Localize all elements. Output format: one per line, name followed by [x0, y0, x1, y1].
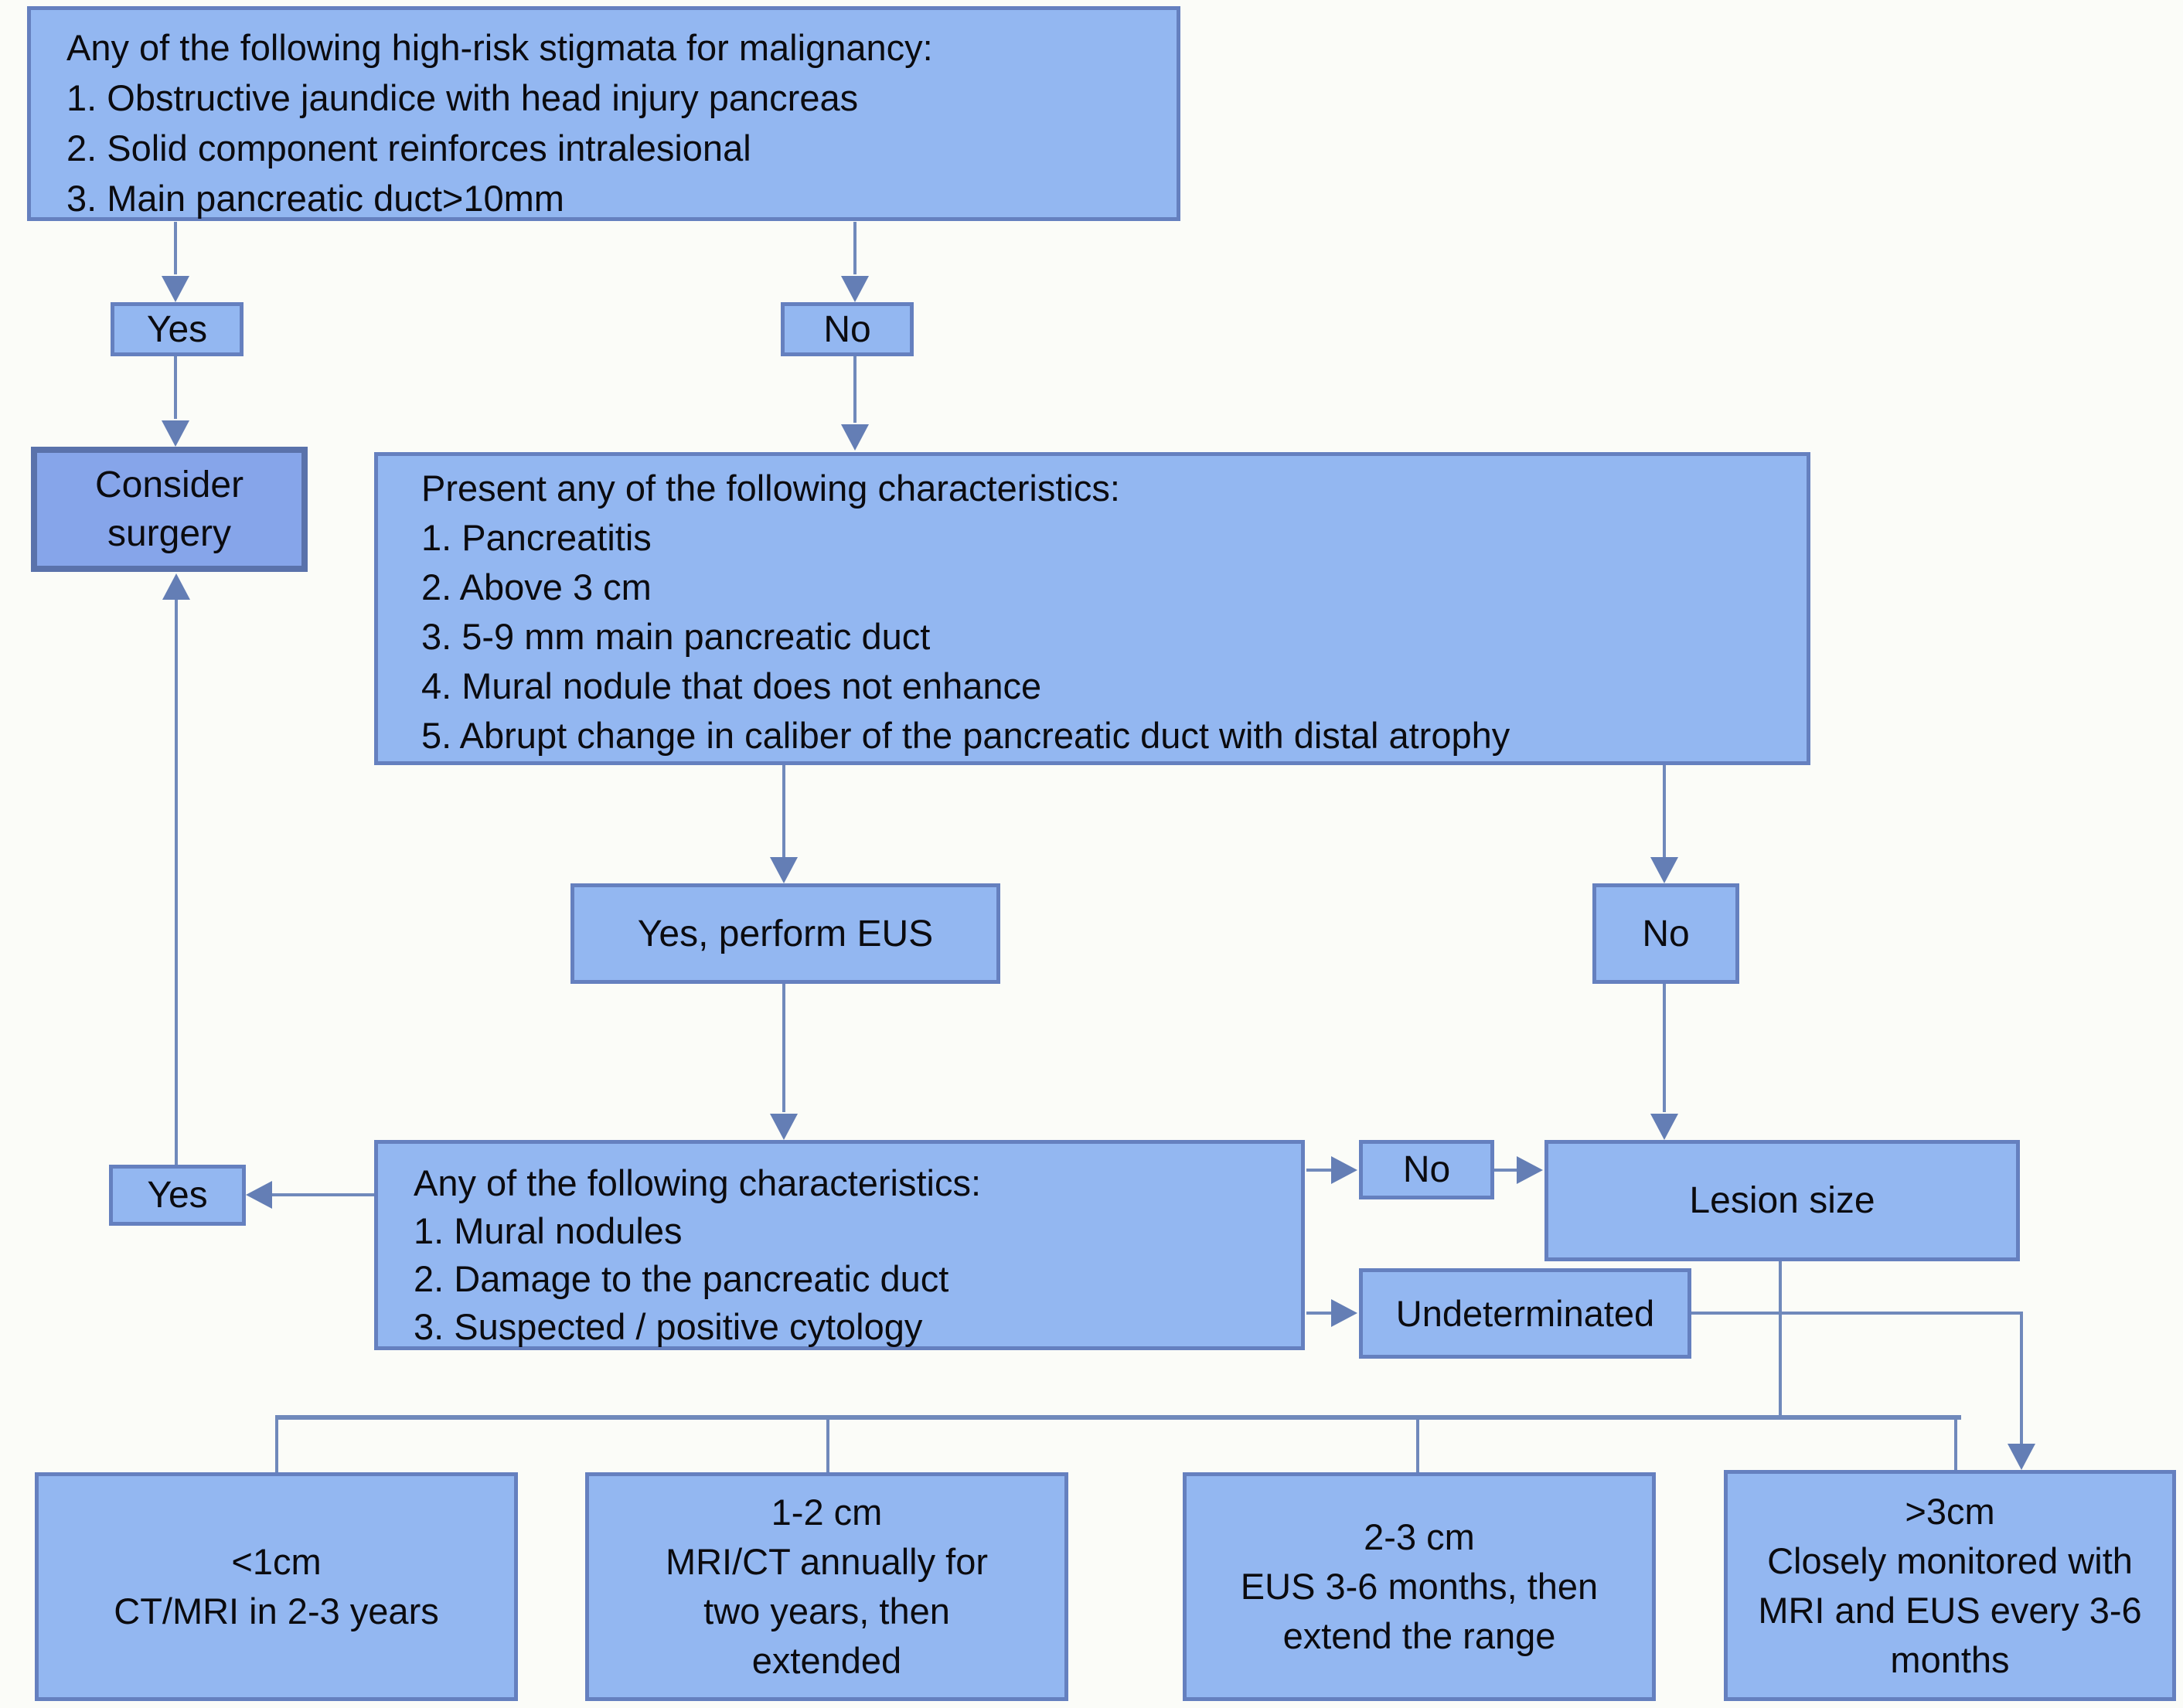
node-label: No — [823, 308, 871, 350]
node-consider-surgery: Consider surgery — [31, 447, 308, 572]
node-label: Lesion size — [1689, 1180, 1875, 1221]
node-text-line: <1cm — [231, 1541, 322, 1582]
connector-undeterminated-down — [2020, 1312, 2023, 1444]
node-size-gt-3cm: >3cm Closely monitored with MRI and EUS … — [1724, 1470, 2176, 1701]
connector-highrisk-to-no — [853, 222, 857, 274]
node-text-line: 2. Solid component reinforces intralesio… — [66, 128, 751, 168]
connector-no-to-lesion-size — [1663, 984, 1666, 1112]
node-text-line: 5. Abrupt change in caliber of the pancr… — [421, 715, 1510, 756]
arrowhead-into-eus-characteristics — [770, 1114, 798, 1140]
connector-yes-up-to-surgery — [175, 600, 178, 1165]
node-text-line: 3. Suspected / positive cytology — [414, 1306, 923, 1347]
node-no-after-present: No — [1592, 883, 1739, 984]
node-eus-characteristics: Any of the following characteristics: 1.… — [374, 1140, 1305, 1350]
node-text-line: extended — [751, 1640, 902, 1681]
node-text-line: MRI and EUS every 3-6 — [1758, 1589, 2142, 1631]
node-text-line: 1. Pancreatitis — [421, 517, 652, 558]
node-text-line: 4. Mural nodule that does not enhance — [421, 665, 1042, 706]
node-label: Yes — [146, 308, 208, 350]
arrowhead-into-consider-surgery — [162, 420, 189, 447]
node-text-line: CT/MRI in 2-3 years — [114, 1591, 439, 1631]
node-text-line: EUS 3-6 months, then — [1240, 1566, 1599, 1607]
node-text-line: 2. Damage to the pancreatic duct — [414, 1258, 949, 1299]
arrowhead-into-gt3cm-box — [2008, 1444, 2035, 1470]
arrowhead-into-perform-eus — [770, 857, 798, 883]
node-undeterminated: Undeterminated — [1359, 1268, 1691, 1359]
node-text-line: >3cm — [1905, 1490, 1995, 1532]
node-label: Undeterminated — [1395, 1293, 1655, 1334]
connector-present-to-eus — [782, 765, 785, 857]
node-no-top: No — [781, 302, 914, 356]
node-text-line: 1-2 cm — [771, 1492, 883, 1533]
node-text-line: Present any of the following characteris… — [421, 468, 1120, 509]
arrowhead-up-into-consider-surgery — [162, 573, 190, 600]
connector-no-to-present — [853, 356, 857, 423]
node-text-line: months — [1890, 1638, 2010, 1680]
arrowhead-right-into-lesion-size — [1517, 1156, 1543, 1184]
connector-yes-to-surgery — [174, 356, 177, 419]
connector-highrisk-to-yes — [174, 222, 177, 274]
node-text-line: 3. 5-9 mm main pancreatic duct — [421, 616, 931, 657]
node-label: Consider — [94, 464, 244, 505]
node-text-line: 1. Obstructive jaundice with head injury… — [66, 77, 859, 118]
connector-characteristics-to-undeterminated — [1306, 1312, 1331, 1315]
node-present-characteristics: Present any of the following characteris… — [374, 452, 1810, 765]
arrowhead-into-yes-top — [162, 276, 189, 302]
node-label: No — [1402, 1149, 1451, 1190]
arrowhead-into-undeterminated — [1331, 1299, 1357, 1327]
node-label: Yes, perform EUS — [637, 913, 934, 954]
bar-stub-gt3cm — [1954, 1420, 1957, 1470]
node-text-line: 3. Main pancreatic duct>10mm — [66, 178, 564, 219]
node-text-line: 2. Above 3 cm — [421, 566, 652, 607]
connector-present-to-no — [1663, 765, 1666, 857]
connector-lesion-to-bar — [1779, 1261, 1782, 1418]
node-size-2-3cm: 2-3 cm EUS 3-6 months, then extend the r… — [1183, 1472, 1656, 1701]
node-text-line: Any of the following high-risk stigmata … — [66, 27, 933, 68]
node-yes-eus-findings: Yes — [109, 1165, 246, 1226]
bar-stub-1-2cm — [826, 1420, 829, 1472]
arrowhead-into-no-eus-findings — [1331, 1156, 1357, 1184]
bar-stub-lt1cm — [275, 1420, 278, 1472]
node-yes-top: Yes — [111, 302, 244, 356]
node-text-line: MRI/CT annually for — [665, 1541, 989, 1582]
node-label: Yes — [147, 1175, 208, 1216]
node-label: surgery — [107, 513, 232, 554]
node-text-line: extend the range — [1282, 1615, 1556, 1656]
arrowhead-into-yes-eus-findings — [246, 1181, 272, 1209]
arrowhead-into-lesion-size — [1650, 1114, 1678, 1140]
node-text-line: Closely monitored with — [1767, 1540, 2133, 1581]
arrowhead-into-present-box — [841, 424, 869, 451]
node-label: No — [1642, 913, 1690, 954]
node-text-line: 1. Mural nodules — [414, 1210, 683, 1251]
node-no-eus-findings: No — [1359, 1140, 1494, 1199]
connector-eus-to-characteristics — [782, 984, 785, 1112]
arrowhead-into-no-top — [841, 276, 869, 302]
connector-no-to-lesion — [1494, 1169, 1517, 1172]
node-text-line: two years, then — [703, 1591, 950, 1631]
connector-characteristics-to-yes — [271, 1193, 374, 1196]
node-yes-perform-eus: Yes, perform EUS — [570, 883, 1000, 984]
node-text-line: 2-3 cm — [1364, 1516, 1475, 1557]
distribution-bar — [275, 1415, 1961, 1420]
node-size-1-2cm: 1-2 cm MRI/CT annually for two years, th… — [585, 1472, 1068, 1701]
connector-undeterminated-right — [1691, 1312, 2023, 1315]
bar-stub-2-3cm — [1416, 1420, 1419, 1472]
node-size-lt-1cm: <1cm CT/MRI in 2-3 years — [35, 1472, 518, 1701]
node-lesion-size: Lesion size — [1544, 1140, 2020, 1261]
arrowhead-into-no-after-present — [1650, 857, 1678, 883]
node-text-line: Any of the following characteristics: — [414, 1162, 982, 1203]
connector-characteristics-to-no — [1306, 1169, 1331, 1172]
node-high-risk-stigmata: Any of the following high-risk stigmata … — [27, 6, 1180, 221]
